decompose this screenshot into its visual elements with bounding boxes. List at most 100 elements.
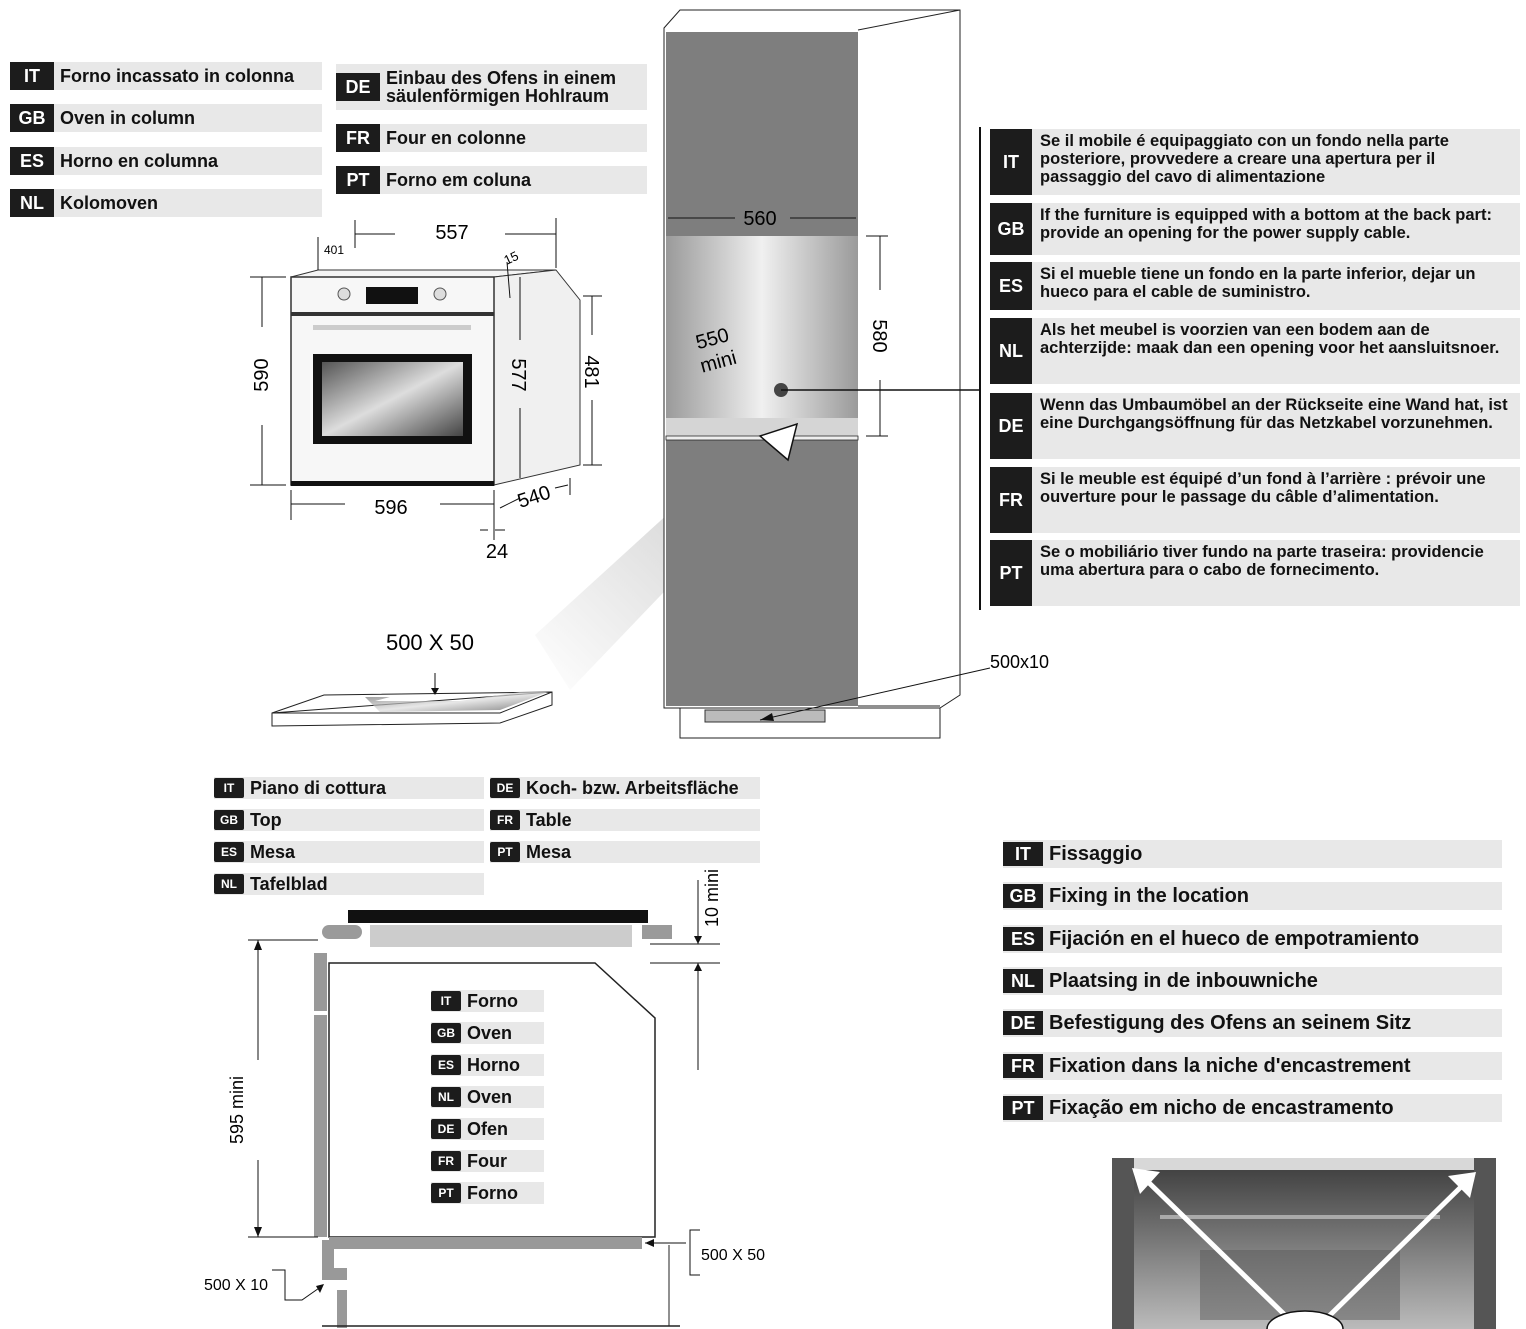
lang-tag: PT (1003, 1096, 1043, 1120)
lang-tag: ES (214, 842, 244, 862)
label-text: Forno (467, 1183, 518, 1203)
label-fr-oven: FR Four (431, 1150, 544, 1172)
label-gb-top: GB Top (214, 809, 484, 831)
lang-tag: ES (431, 1055, 461, 1075)
lang-tag: DE (490, 778, 520, 798)
dim-24: 24 (486, 541, 508, 563)
lang-tag: DE (431, 1119, 461, 1139)
label-gb-oven: GB Oven (431, 1022, 544, 1044)
lang-tag: ES (1003, 927, 1043, 951)
lang-tag: IT (431, 991, 461, 1011)
label-text: Table (526, 810, 572, 830)
label-text: Horno (467, 1055, 520, 1075)
dim-596: 596 (374, 497, 407, 519)
label-text: Fixação em nicho de encastramento (1049, 1097, 1394, 1119)
label-text: Four en colonne (386, 128, 527, 148)
dim-580: 580 (868, 319, 890, 352)
lang-tag: ES (990, 262, 1032, 310)
label-nl-fixing: NL Plaatsing in de inbouwniche (1003, 967, 1502, 995)
vent-label-500x50: 500 X 50 (386, 630, 474, 655)
label-text: Koch- bzw. Arbeitsfläche (526, 778, 739, 798)
lang-tag: IT (10, 62, 54, 90)
label-text: Four (467, 1151, 507, 1171)
label-it-column: IT Forno incassato in colonna (10, 62, 322, 90)
lang-tag: GB (10, 104, 54, 132)
note-it: IT Se il mobile é equipaggiato con un fo… (990, 129, 1520, 195)
lang-tag: PT (490, 842, 520, 862)
lang-tag: ES (10, 147, 54, 175)
label-text: Fixing in the location (1049, 885, 1249, 907)
label-pt-top: PT Mesa (490, 841, 760, 863)
label-text: Mesa (526, 842, 572, 862)
label-text: Top (250, 810, 282, 830)
lang-tag: GB (214, 810, 244, 830)
dim-590: 590 (251, 358, 273, 391)
label-it-oven: IT Forno (431, 990, 544, 1012)
dim-481: 481 (580, 355, 602, 388)
lang-tag: NL (431, 1087, 461, 1107)
label-es-top: ES Mesa (214, 841, 484, 863)
dim-540: 540 (515, 482, 554, 513)
dim-560: 560 (743, 208, 776, 230)
note-text: Se il mobile é equipaggiato con un fondo… (1040, 132, 1449, 186)
label-fr-top: FR Table (490, 809, 760, 831)
lang-tag: IT (1003, 842, 1043, 866)
lang-tag: NL (990, 318, 1032, 384)
label-pt-fixing: PT Fixação em nicho de encastramento (1003, 1094, 1502, 1122)
label-text: Forno incassato in colonna (60, 66, 295, 86)
label-text: Fixation dans la niche d'encastrement (1049, 1055, 1411, 1077)
dim-500x10-plinth: 500x10 (990, 652, 1049, 672)
lang-tag: IT (990, 129, 1032, 195)
lang-tag: NL (1003, 969, 1043, 993)
label-nl-top: NL Tafelblad (214, 873, 484, 895)
lang-tag: PT (336, 166, 380, 194)
dim-595-mini: 595 mini (227, 1076, 247, 1144)
label-text: Oven (467, 1023, 513, 1043)
dim-10-mini: 10 mini (702, 869, 722, 927)
dim-15: 15 (501, 248, 520, 268)
lang-tag: DE (1003, 1011, 1043, 1035)
note-de: DE Wenn das Umbaumöbel an der Rückseite … (990, 393, 1520, 459)
note-es: ES Si el mueble tiene un fondo en la par… (990, 262, 1520, 310)
lang-tag: DE (336, 73, 380, 101)
label-text: Forno em coluna (386, 170, 532, 190)
label-it-fixing: IT Fissaggio (1003, 840, 1502, 868)
note-text: Wenn das Umbaumöbel an der Rückseite ein… (1040, 396, 1508, 432)
note-fr: FR Si le meuble est équipé d’un fond à l… (990, 467, 1520, 533)
lang-tag: FR (990, 467, 1032, 533)
lang-tag: FR (490, 810, 520, 830)
lang-tag: IT (214, 778, 244, 798)
label-pt-oven: PT Forno (431, 1182, 544, 1204)
lang-tag: PT (990, 540, 1032, 606)
label-de-oven: DE Ofen (431, 1118, 544, 1140)
label-text: Fijación en el hueco de empotramiento (1049, 928, 1420, 950)
label-gb-column: GB Oven in column (10, 104, 322, 132)
lang-tag: GB (1003, 884, 1043, 908)
fixing-photo (1112, 1158, 1496, 1329)
note-text: Als het meubel is voorzien van een bodem… (1040, 321, 1500, 357)
lang-tag: GB (431, 1023, 461, 1043)
note-text: Si el mueble tiene un fondo en la parte … (1040, 265, 1476, 301)
label-de-fixing: DE Befestigung des Ofens an seinem Sitz (1003, 1009, 1502, 1037)
label-text: Kolomoven (60, 193, 159, 213)
label-text: Horno en columna (60, 151, 219, 171)
label-it-top: IT Piano di cottura (214, 777, 484, 799)
label-nl-column: NL Kolomoven (10, 189, 322, 217)
note-pt: PT Se o mobiliário tiver fundo na parte … (990, 540, 1520, 606)
label-text: Oven in column (60, 108, 196, 128)
label-de-column: DE Einbau des Ofens in einem säulenförmi… (336, 64, 647, 110)
dim-500x50-section: 500 X 50 (701, 1247, 765, 1264)
label-text: Einbau des Ofens in einem säulenförmigen… (386, 68, 617, 106)
lang-tag: FR (1003, 1054, 1043, 1078)
label-pt-column: PT Forno em coluna (336, 166, 647, 194)
label-text: Forno (467, 991, 518, 1011)
dim-500x10-section: 500 X 10 (204, 1277, 268, 1294)
note-text: Si le meuble est équipé d’un fond à l’ar… (1040, 470, 1486, 506)
label-text: Plaatsing in de inbouwniche (1049, 970, 1318, 992)
label-gb-fixing: GB Fixing in the location (1003, 882, 1502, 910)
note-text: Se o mobiliário tiver fundo na parte tra… (1040, 543, 1484, 579)
column-cabinet (663, 9, 991, 739)
label-text: Befestigung des Ofens an seinem Sitz (1049, 1012, 1412, 1034)
label-fr-column: FR Four en colonne (336, 124, 647, 152)
lang-tag: PT (431, 1183, 461, 1203)
